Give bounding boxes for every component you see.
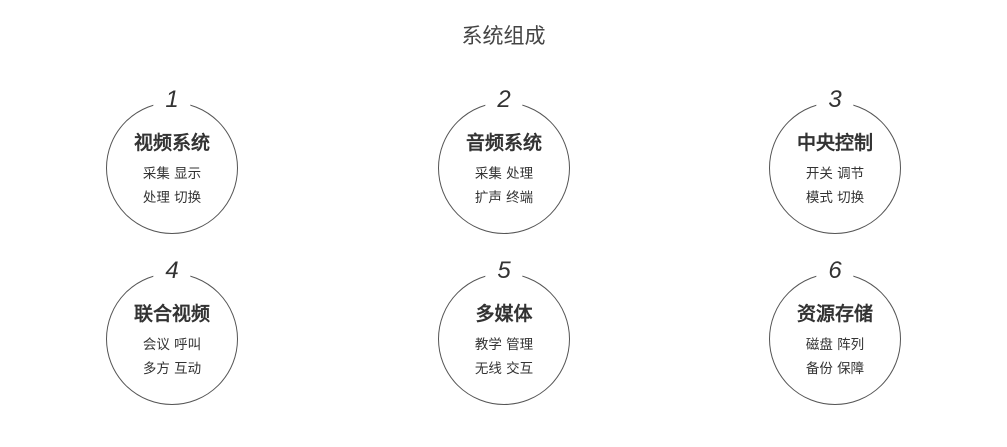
component-feature-line: 采集 显示 [142, 166, 202, 182]
component-name: 中央控制 [796, 132, 873, 154]
component-name: 音频系统 [465, 132, 542, 154]
component-name: 视频系统 [133, 132, 210, 154]
component-feature-line: 无线 交互 [474, 361, 534, 377]
component-feature-line: 教学 管理 [474, 337, 534, 353]
component-number: 2 [485, 84, 523, 116]
component-feature-line: 扩声 终端 [474, 190, 534, 206]
component-feature-line: 模式 切换 [805, 190, 865, 206]
component-name: 多媒体 [475, 303, 533, 325]
component-card: 3 中央控制 开关 调节 模式 切换 [769, 84, 901, 234]
component-feature-line: 开关 调节 [805, 166, 865, 182]
component-card: 4 联合视频 会议 呼叫 多方 互动 [106, 255, 238, 405]
component-card: 1 视频系统 采集 显示 处理 切换 [106, 84, 238, 234]
component-name: 资源存储 [796, 303, 873, 325]
component-number: 4 [153, 255, 191, 287]
component-card: 2 音频系统 采集 处理 扩声 终端 [438, 84, 570, 234]
component-feature-line: 采集 处理 [474, 166, 534, 182]
component-feature-line: 多方 互动 [142, 361, 202, 377]
component-card: 5 多媒体 教学 管理 无线 交互 [438, 255, 570, 405]
component-number: 6 [816, 255, 854, 287]
component-feature-line: 备份 保障 [805, 361, 865, 377]
component-feature-line: 会议 呼叫 [142, 337, 202, 353]
component-feature-line: 处理 切换 [142, 190, 202, 206]
component-feature-line: 磁盘 阵列 [805, 337, 865, 353]
component-number: 5 [485, 255, 523, 287]
component-name: 联合视频 [133, 303, 210, 325]
page-title: 系统组成 [461, 24, 546, 48]
component-number: 1 [153, 84, 191, 116]
component-card: 6 资源存储 磁盘 阵列 备份 保障 [769, 255, 901, 405]
component-number: 3 [816, 84, 854, 116]
